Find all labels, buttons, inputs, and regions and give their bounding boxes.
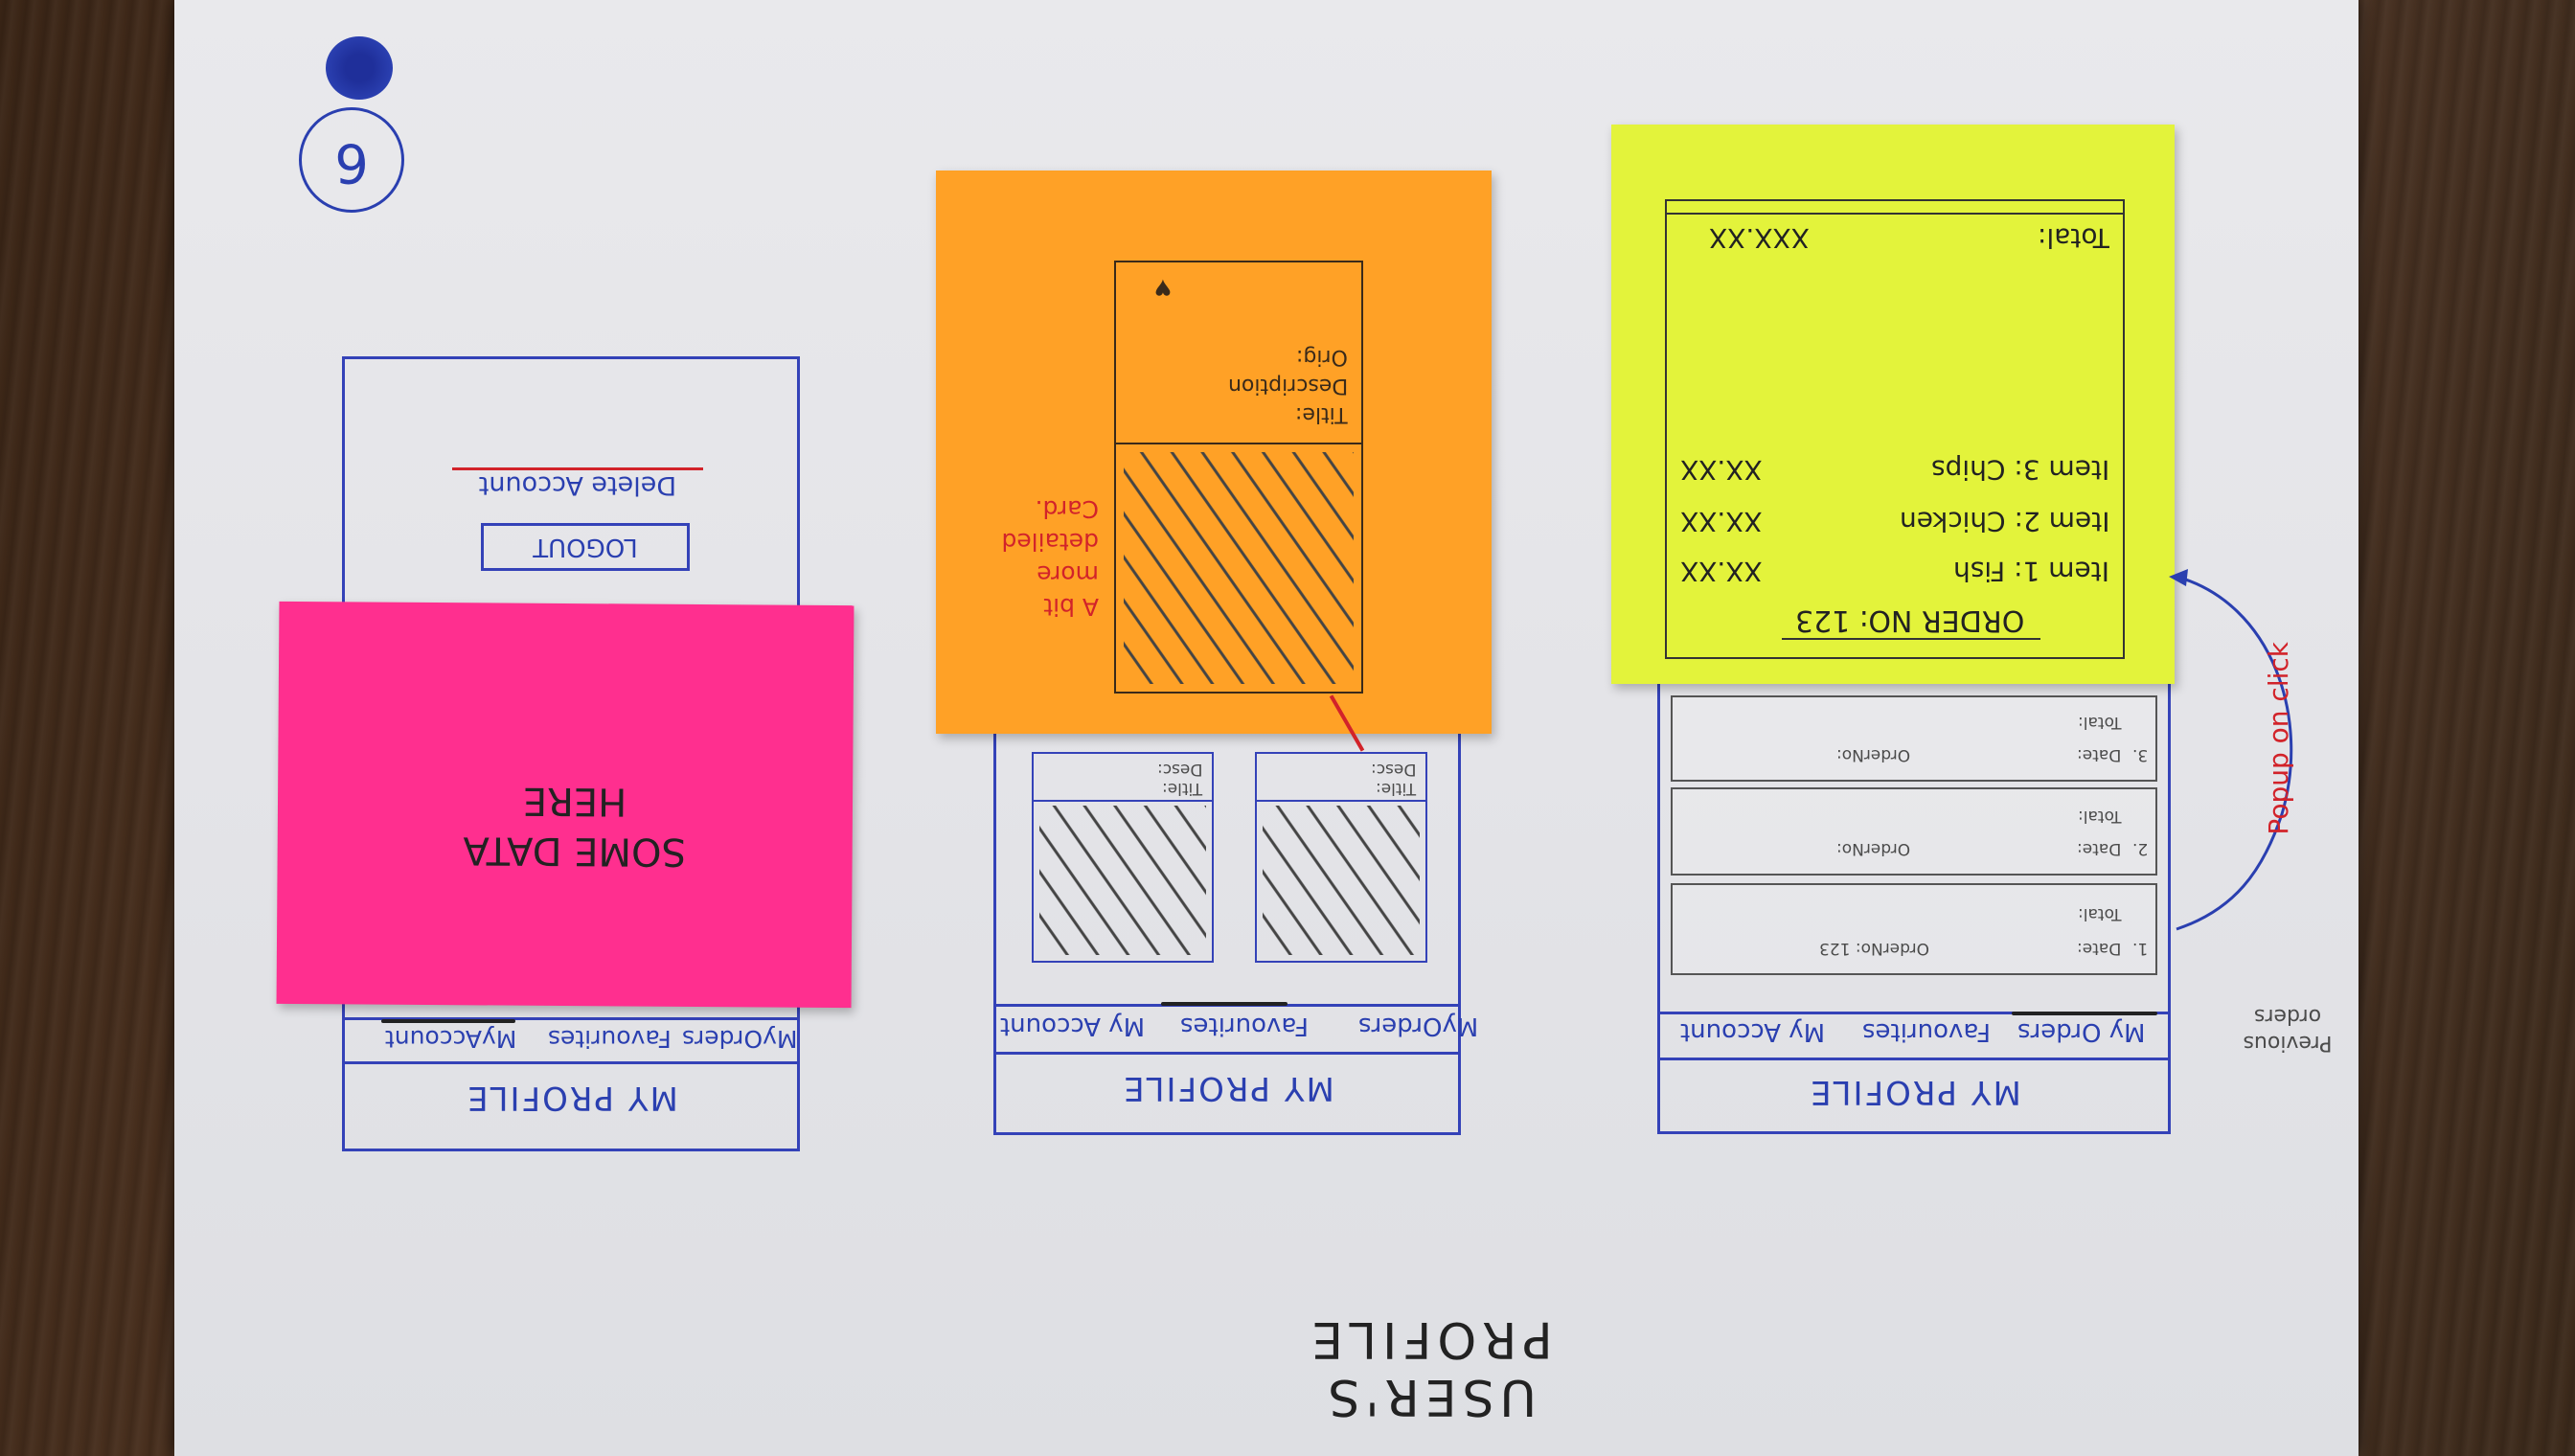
card-title: Title: <box>1161 779 1202 798</box>
screen1-tab-myaccount[interactable]: MyAccount <box>385 1025 517 1053</box>
popup-on-click-note: Popup on click <box>2263 642 2294 835</box>
orange-sticky-note: Title: Description Orig: ♥ A bit more de… <box>936 171 1492 734</box>
order-row-3[interactable]: 3. Date: OrderNo: Total: <box>1671 695 2157 782</box>
sheet-title: USER'S PROFILE <box>1306 1310 1553 1425</box>
screen2-active-underline <box>1161 1002 1288 1006</box>
heart-icon[interactable]: ♥ <box>1154 273 1172 305</box>
order-row-2[interactable]: 2. Date: OrderNo: Total: <box>1671 787 2157 876</box>
receipt-price-3: XX.XX <box>1680 454 1763 486</box>
screen1-nav-rule <box>345 1017 799 1020</box>
screen2-tab-myaccount[interactable]: My Account <box>1000 1012 1146 1040</box>
top-rule <box>345 356 797 359</box>
delete-account-link[interactable]: Delete Account <box>452 467 703 500</box>
screen3-tab-myorders[interactable]: My Orders <box>2017 1017 2146 1046</box>
detail-image <box>1124 452 1354 684</box>
screen3-header: MY PROFILE <box>1809 1073 2021 1111</box>
screen1-tab-myorders[interactable]: MyOrders <box>682 1025 798 1053</box>
screen1-active-underline <box>381 1019 515 1023</box>
order-num: 2. <box>2131 839 2148 858</box>
screen1-header-rule <box>345 1061 799 1064</box>
screen-my-orders <box>1657 671 2171 1134</box>
logout-button[interactable]: LOGOUT <box>481 523 690 571</box>
screen3-active-underline <box>2012 1012 2157 1015</box>
order-total: Total: <box>2077 713 2121 732</box>
screen3-tab-myaccount[interactable]: My Account <box>1680 1017 1826 1046</box>
order-total: Total: <box>2077 904 2121 923</box>
detail-title: Title: <box>1295 402 1348 426</box>
fav-card-1[interactable]: Title: Desc: <box>1255 752 1427 963</box>
screen2-header: MY PROFILE <box>1122 1069 1334 1107</box>
order-num: 1. <box>2131 939 2148 958</box>
order-date: Date: <box>2076 939 2121 958</box>
screen2-header-rule <box>996 1052 1458 1055</box>
previous-orders-note: Previous orders <box>2243 1004 2333 1055</box>
screen3-tab-favourites[interactable]: Favourites <box>1862 1017 1991 1046</box>
receipt-price-2: XX.XX <box>1680 506 1763 537</box>
screen2-tab-favourites[interactable]: Favourites <box>1180 1012 1309 1040</box>
order-number: OrderNo: <box>1835 839 1910 858</box>
order-popup: ORDER NO: 123 Item 1: Fish XX.XX Item 2:… <box>1665 199 2125 659</box>
screen3-nav-rule <box>1660 1012 2170 1014</box>
card-image <box>1263 806 1420 955</box>
card-title: Title: <box>1375 779 1416 798</box>
card-desc: Desc: <box>1156 760 1202 779</box>
ink-dot <box>326 36 393 100</box>
yellow-sticky-note: ORDER NO: 123 Item 1: Fish XX.XX Item 2:… <box>1611 125 2175 684</box>
screen1-tab-favourites[interactable]: Favourites <box>548 1025 672 1053</box>
detail-origin: Orig: <box>1296 345 1348 369</box>
detailed-card: Title: Description Orig: ♥ <box>1114 261 1363 694</box>
card-desc: Desc: <box>1370 760 1416 779</box>
order-number: OrderNo: <box>1835 745 1910 764</box>
receipt-price-1: XX.XX <box>1680 556 1763 587</box>
receipt-title: ORDER NO: 123 <box>1795 603 2025 637</box>
page-number: 6 <box>299 107 404 213</box>
sticky-note-text: SOME DATA HERE <box>463 778 687 874</box>
receipt-item-3: Item 3: Chips <box>1930 454 2109 486</box>
receipt-total-label: Total: <box>2038 222 2109 254</box>
order-num: 3. <box>2131 745 2148 764</box>
screen-favourites <box>993 728 1461 1135</box>
detail-annotation: A bit more detailed Card. <box>1001 495 1099 621</box>
popup-connector <box>2169 569 2293 931</box>
screen1-header: MY PROFILE <box>466 1079 678 1117</box>
card-image <box>1039 806 1206 955</box>
fav-card-2[interactable]: Title: Desc: <box>1032 752 1214 963</box>
order-date: Date: <box>2076 839 2121 858</box>
order-date: Date: <box>2076 745 2121 764</box>
paper-sheet: 6 MY PROFILE MyOrders Favourites MyAccou… <box>174 0 2359 1456</box>
screen3-header-rule <box>1660 1058 2170 1060</box>
order-total: Total: <box>2077 807 2121 826</box>
order-number: OrderNo: 123 <box>1818 939 1929 958</box>
screen2-tab-myorders[interactable]: MyOrders <box>1358 1012 1479 1040</box>
pink-sticky-note: SOME DATA HERE <box>276 601 855 1009</box>
receipt-item-1: Item 1: Fish <box>1953 556 2109 587</box>
receipt-total-value: XXX.XX <box>1709 222 1810 254</box>
order-row-1[interactable]: 1. Date: OrderNo: 123 Total: <box>1671 883 2157 975</box>
detail-description: Description <box>1227 374 1348 398</box>
receipt-item-2: Item 2: Chicken <box>1899 506 2109 537</box>
